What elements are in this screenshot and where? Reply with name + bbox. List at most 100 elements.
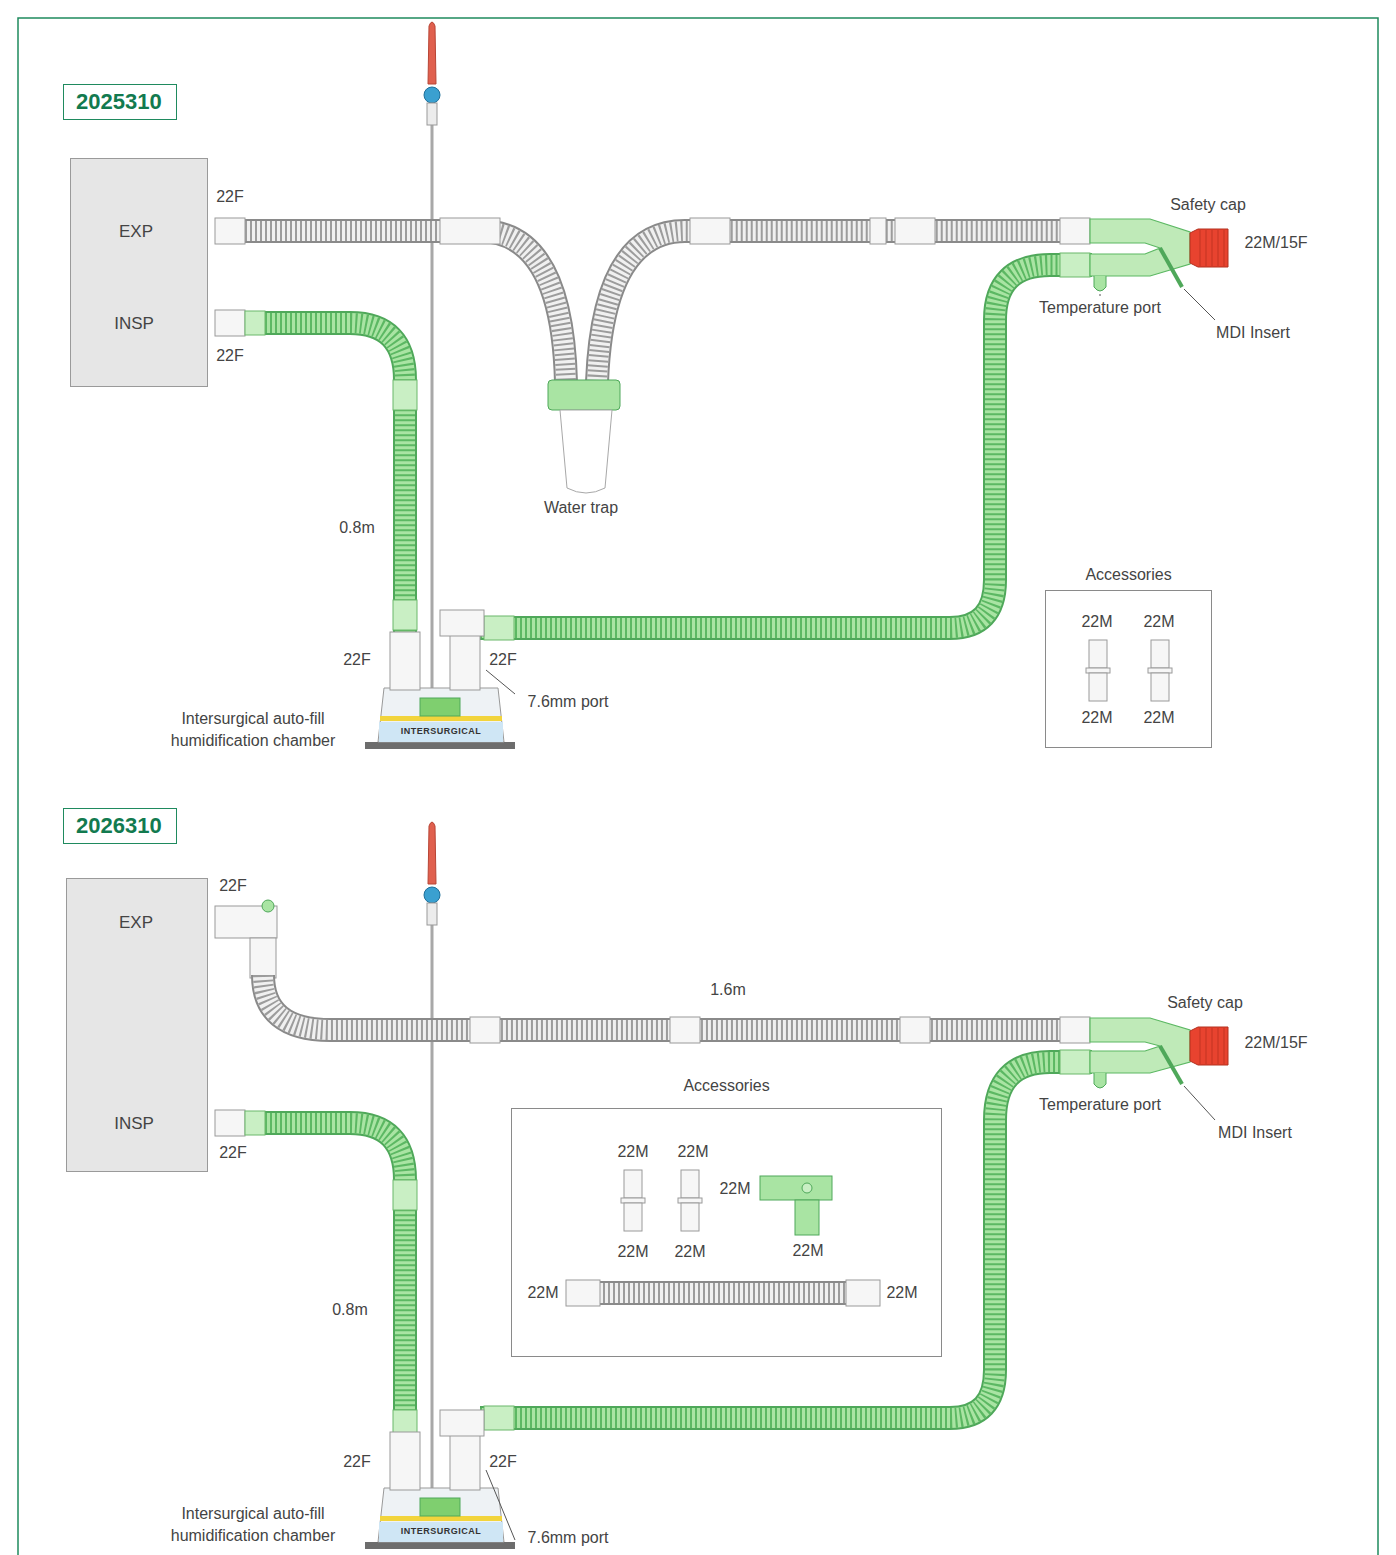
part-label: 22F <box>219 875 247 897</box>
tube-cuff <box>870 218 886 244</box>
part-label: 22M <box>792 1240 823 1262</box>
part-label: 22F <box>219 1142 247 1164</box>
chamber-water <box>379 722 503 742</box>
water-trap-cup <box>560 410 612 493</box>
part-label: 22F <box>216 186 244 208</box>
tube-cuff <box>390 1432 420 1490</box>
mdi-insert <box>1160 248 1182 287</box>
tube-cuff <box>1060 1050 1090 1074</box>
cap-grip <box>1206 1028 1207 1064</box>
t-piece-stem <box>795 1200 819 1235</box>
tube-cuff <box>470 1017 500 1043</box>
ventilator-box: EXPINSP <box>66 878 208 1172</box>
part-label: 22F <box>489 649 517 671</box>
corrugated-tube <box>215 323 405 640</box>
part-label: 22M <box>1143 707 1174 729</box>
leader-line <box>486 1470 515 1540</box>
part-label: 22M <box>886 1282 917 1304</box>
temperature-port <box>1094 1073 1106 1088</box>
part-label: MDI Insert <box>1216 322 1290 344</box>
spike-fitting <box>424 87 440 103</box>
leader-line <box>1100 294 1101 296</box>
part-label: 22M <box>617 1141 648 1163</box>
tube-cuff <box>1060 218 1090 244</box>
mdi-insert <box>1160 1046 1182 1084</box>
tube-cuff <box>393 1180 417 1210</box>
cap-grip <box>1212 1028 1213 1064</box>
tube-cuff <box>215 1110 245 1136</box>
part-label: 22F <box>216 345 244 367</box>
part-label: 7.6mm port <box>528 1527 609 1549</box>
t-piece <box>760 1176 832 1200</box>
tube-cuff <box>215 310 245 336</box>
product-code: 2025310 <box>76 88 164 116</box>
cap-grip <box>1218 1028 1219 1064</box>
spike <box>428 22 436 84</box>
cap-grip <box>1218 230 1219 266</box>
part-label: MDI Insert <box>1218 1122 1292 1144</box>
y-piece <box>1090 219 1190 276</box>
tube-cuff <box>1151 640 1169 668</box>
corrugated-tube <box>215 1123 405 1440</box>
tube-cuff <box>250 938 276 978</box>
tube-cuff <box>1060 253 1090 277</box>
t-piece-port <box>802 1183 812 1193</box>
chamber-base <box>365 1542 515 1549</box>
corrugated-tube <box>480 1062 1092 1418</box>
part-label: 1.6m <box>710 979 746 1001</box>
page-frame <box>18 18 1378 1555</box>
tube-cuff <box>566 1280 600 1306</box>
cap-grip <box>1200 1028 1201 1064</box>
tube-cuff <box>678 1198 702 1203</box>
chamber-stripe <box>380 716 502 721</box>
part-label: Intersurgical auto-fill humidification c… <box>156 1503 351 1546</box>
tube-cuff <box>1148 668 1172 673</box>
part-label: 22M <box>1081 611 1112 633</box>
spike-fitting <box>424 887 440 903</box>
feed-line <box>431 898 434 1490</box>
tube-cuff <box>440 610 484 636</box>
tube-cuff <box>1060 1017 1090 1043</box>
part-label: 22M/15F <box>1244 1032 1307 1054</box>
cap-grip <box>1206 230 1207 266</box>
temperature-port <box>1094 276 1106 291</box>
leader-line <box>486 670 515 694</box>
tube-cuff <box>440 218 500 244</box>
accessories-box: Accessories <box>1045 590 1212 748</box>
tube-cuff <box>621 1198 645 1203</box>
exp-port <box>262 900 274 912</box>
product-code: 2026310 <box>76 812 164 840</box>
tube-cuff <box>690 218 730 244</box>
tube-cuff <box>670 1017 700 1043</box>
tube-cuff <box>484 1406 514 1430</box>
spike-hub <box>427 103 437 125</box>
box-heading: Accessories <box>683 1077 769 1095</box>
part-label: 22M <box>1143 611 1174 633</box>
chamber-body <box>378 688 504 742</box>
accessories-box: Accessories <box>511 1108 942 1357</box>
tube-cuff <box>245 1111 265 1135</box>
part-label: 22F <box>343 649 371 671</box>
product-code-box: 2026310 <box>63 808 177 844</box>
port-label: EXP <box>119 913 153 933</box>
corrugated-tube <box>598 1293 848 1294</box>
corrugated-tube <box>480 265 1092 628</box>
tube-cuff <box>846 1280 880 1306</box>
tube-cuff <box>681 1170 699 1198</box>
safety-cap <box>1190 1027 1228 1065</box>
part-label: Water trap <box>544 497 618 519</box>
tube-cuff <box>393 600 417 630</box>
chamber-body <box>378 1488 504 1542</box>
part-label: 22M <box>527 1282 558 1304</box>
tube-cuff <box>624 1203 642 1231</box>
part-label: 22M <box>674 1241 705 1263</box>
tube-cuff <box>1086 668 1110 673</box>
port-label: INSP <box>114 314 154 334</box>
part-label: 7.6mm port <box>528 691 609 713</box>
tube-cuff <box>681 1203 699 1231</box>
tube-cuff <box>900 1017 930 1043</box>
tube-cuff <box>393 380 417 410</box>
port-label: EXP <box>119 222 153 242</box>
leader-line <box>1184 289 1215 320</box>
